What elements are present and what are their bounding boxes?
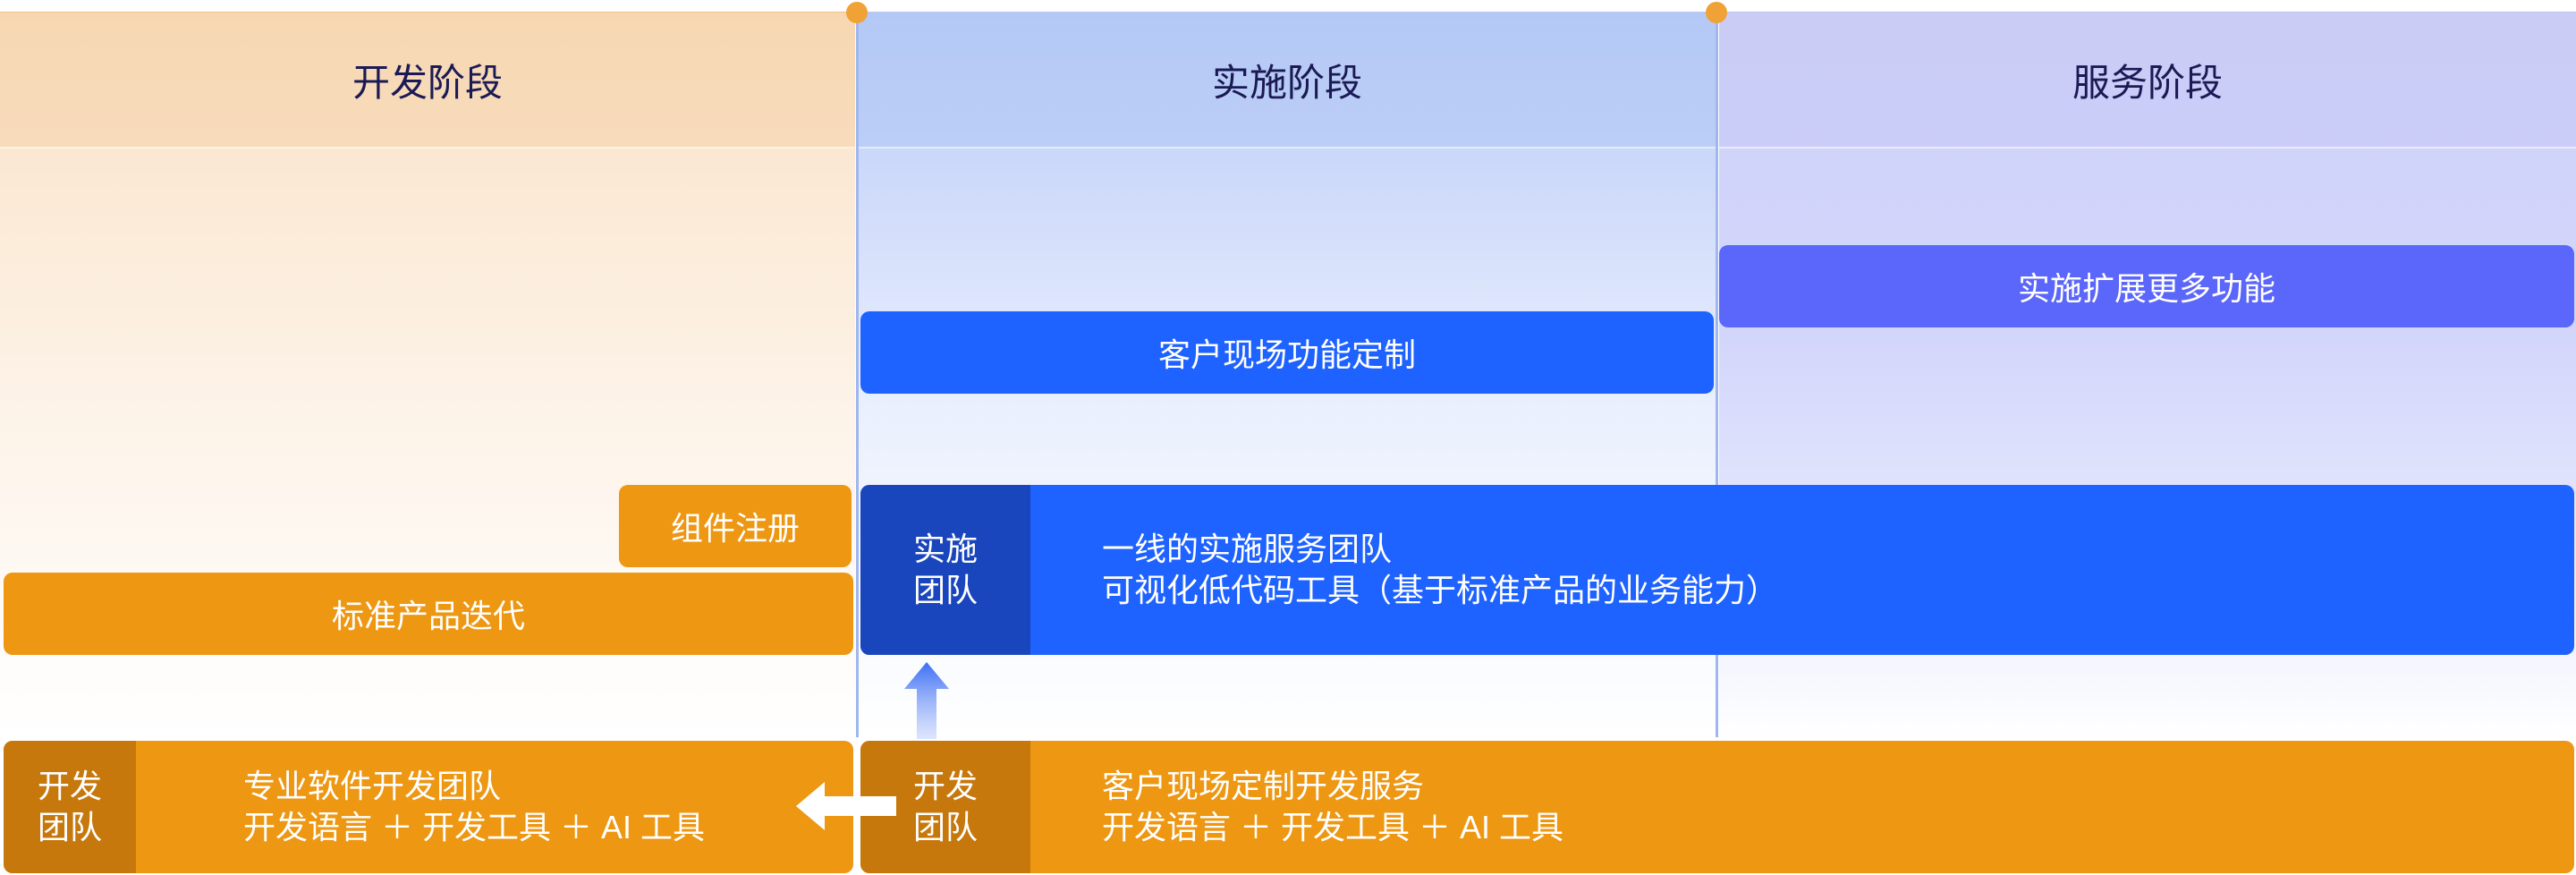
component-register-bar: 组件注册 [619,485,852,567]
phase-marker-dot [846,2,868,23]
implementation-phase-header: 实施阶段 [859,13,1716,149]
implementation-team-description: 一线的实施服务团队 可视化低代码工具（基于标准产品的业务能力） [1102,529,1778,611]
implementation-team-block: 实施 团队 一线的实施服务团队 可视化低代码工具（基于标准产品的业务能力） [860,485,2574,655]
development-team-tag: 开发 团队 [4,741,136,873]
onsite-dev-team-line1: 客户现场定制开发服务 [1102,768,1425,804]
arrow-left-icon [796,782,896,830]
onsite-dev-team-description: 客户现场定制开发服务 开发语言 ＋ 开发工具 ＋ AI 工具 [1102,766,1563,848]
onsite-dev-team-line2: 开发语言 ＋ 开发工具 ＋ AI 工具 [1102,809,1564,845]
onsite-dev-team-block: 开发 团队 客户现场定制开发服务 开发语言 ＋ 开发工具 ＋ AI 工具 [860,741,2574,873]
development-phase-header: 开发阶段 [0,13,855,149]
arrow-up-icon [904,662,949,739]
phase-marker-dot [1706,2,1727,23]
development-team-block: 开发 团队 专业软件开发团队 开发语言 ＋ 开发工具 ＋ AI 工具 [4,741,853,873]
standard-iteration-bar: 标准产品迭代 [4,573,853,655]
service-extend-bar: 实施扩展更多功能 [1719,245,2574,327]
implementation-team-line1: 一线的实施服务团队 [1102,531,1393,567]
development-team-description: 专业软件开发团队 开发语言 ＋ 开发工具 ＋ AI 工具 [243,766,705,848]
implementation-team-tag: 实施 团队 [860,485,1030,655]
development-team-line2: 开发语言 ＋ 开发工具 ＋ AI 工具 [243,809,706,845]
development-team-line1: 专业软件开发团队 [243,768,502,804]
service-phase-header: 服务阶段 [1719,13,2576,149]
implementation-team-line2: 可视化低代码工具（基于标准产品的业务能力） [1102,572,1779,608]
phase-divider [1716,13,1718,737]
onsite-customization-bar: 客户现场功能定制 [860,311,1714,394]
phase-divider [856,13,859,737]
